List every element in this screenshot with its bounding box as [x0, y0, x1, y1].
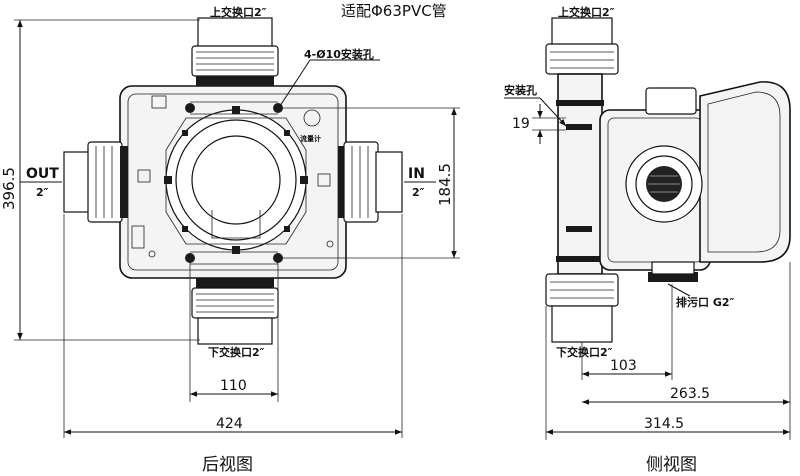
dim-height [14, 19, 200, 341]
mount-holes-leader [279, 59, 311, 107]
dim-103-value: 103 [610, 358, 637, 374]
mount-holes-label: 4-Ø10安装孔 [304, 47, 374, 61]
dim-263-5-value: 263.5 [670, 386, 710, 402]
bottom-union [191, 278, 279, 345]
dim-263-5 [582, 262, 791, 440]
side-view: 上交换口2″ 下交换口2″ 安装孔 19 排污口 G2″ 103 263.5 [504, 5, 791, 475]
out-label: OUT [26, 166, 59, 182]
out-union [63, 141, 128, 223]
dim-port-spacing [280, 107, 460, 259]
side-bottom-union [545, 273, 619, 343]
dim-bottom-offset [189, 262, 279, 402]
top-union [191, 17, 279, 86]
side-mount-hole-marks [566, 124, 592, 232]
dim-port-spacing-value: 184.5 [436, 163, 454, 206]
rear-bottom-port-label: 下交换口2″ [208, 345, 265, 359]
dim-103 [581, 284, 673, 380]
rear-view: 流量计 4-Ø10安装孔 上交换口2″ 下交换口2″ OUT 2″ IN 2″ … [0, 5, 460, 475]
side-top-port-label: 上交换口2″ [558, 5, 615, 19]
in-label: IN [408, 166, 425, 182]
dim-314-5-value: 314.5 [644, 416, 684, 432]
side-front-port [625, 145, 703, 223]
dim-hole-value: 19 [512, 116, 530, 132]
dim-hole [532, 104, 566, 144]
dim-height-value: 396.5 [0, 167, 18, 210]
dim-width [63, 214, 403, 438]
rear-top-port-label: 上交换口2″ [210, 5, 267, 19]
pipe-fit-label: 适配Φ63PVC管 [341, 2, 447, 20]
side-top-union [545, 17, 619, 75]
dim-314-5 [545, 306, 790, 440]
side-motor [645, 87, 697, 115]
side-drain-port [648, 261, 698, 282]
rear-view-caption: 后视图 [202, 455, 253, 475]
drain-port-label: 排污口 G2″ [676, 295, 735, 309]
dim-bottom-offset-value: 110 [220, 378, 247, 394]
side-view-caption: 侧视图 [646, 455, 697, 475]
side-pipe-column [557, 73, 603, 275]
in-union [338, 141, 403, 223]
hole-bars [190, 101, 278, 265]
side-mount-hole-label: 安装孔 [504, 83, 537, 97]
dim-width-value: 424 [216, 416, 243, 432]
central-valve [164, 106, 308, 254]
in-size: 2″ [412, 186, 425, 199]
out-size: 2″ [36, 186, 49, 199]
side-bottom-port-label: 下交换口2″ [556, 345, 613, 359]
flow-meter-label: 流量计 [300, 134, 321, 143]
body-details [131, 95, 334, 258]
controller-head [699, 81, 791, 263]
